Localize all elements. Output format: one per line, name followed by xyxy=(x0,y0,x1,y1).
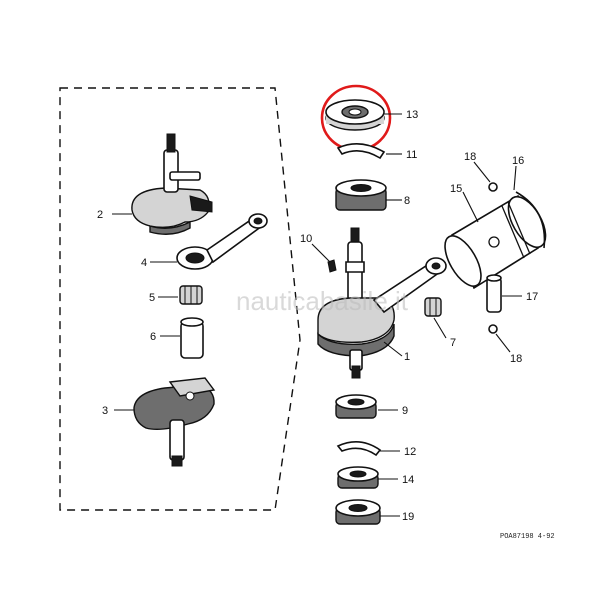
part-18-clip-lower xyxy=(488,324,498,334)
drawing-code: POA87198 4-92 xyxy=(500,533,555,541)
part-11-retaining-ring xyxy=(336,143,386,160)
part-7-needle-bearing xyxy=(424,297,442,317)
part-19-seal xyxy=(335,499,381,525)
label-19: 19 xyxy=(402,511,414,523)
label-11: 11 xyxy=(406,149,417,161)
label-15: 15 xyxy=(450,183,462,195)
label-12: 12 xyxy=(404,446,416,458)
part-2-upper-crank-half xyxy=(131,133,213,235)
part-6-crank-pin xyxy=(180,317,204,359)
part-3-lower-crank-half xyxy=(133,377,216,467)
part-18-clip-upper xyxy=(488,182,498,192)
part-13-seal xyxy=(325,99,385,131)
label-8: 8 xyxy=(404,195,410,207)
dashed-subassembly-frame xyxy=(59,87,301,511)
part-14-bearing xyxy=(337,466,379,489)
label-7: 7 xyxy=(450,337,456,349)
part-10-key xyxy=(327,259,337,273)
label-10: 10 xyxy=(300,233,312,245)
part-17-wrist-pin xyxy=(486,274,502,313)
label-9: 9 xyxy=(402,405,408,417)
label-6: 6 xyxy=(150,331,156,343)
label-5: 5 xyxy=(149,292,155,304)
label-16: 16 xyxy=(512,155,524,167)
label-18-upper: 18 xyxy=(464,151,476,163)
part-8-ball-bearing xyxy=(335,179,387,211)
part-9-ball-bearing xyxy=(335,394,377,419)
label-1: 1 xyxy=(404,351,410,363)
label-2: 2 xyxy=(97,209,103,221)
part-1-crankshaft-assembly xyxy=(317,227,447,379)
label-13: 13 xyxy=(406,109,418,121)
label-18-lower: 18 xyxy=(510,353,522,365)
part-4-connecting-rod xyxy=(176,213,268,270)
label-17: 17 xyxy=(526,291,538,303)
label-3: 3 xyxy=(102,405,108,417)
part-16-piston-ring xyxy=(515,191,546,249)
leader-lines xyxy=(112,113,522,517)
part-15-piston xyxy=(444,194,547,290)
part-5-needle-bearing xyxy=(179,285,203,305)
label-14: 14 xyxy=(402,474,414,486)
watermark: nauticabasile.it xyxy=(236,286,409,316)
label-4: 4 xyxy=(141,257,147,269)
part-12-retaining-ring xyxy=(336,441,382,457)
